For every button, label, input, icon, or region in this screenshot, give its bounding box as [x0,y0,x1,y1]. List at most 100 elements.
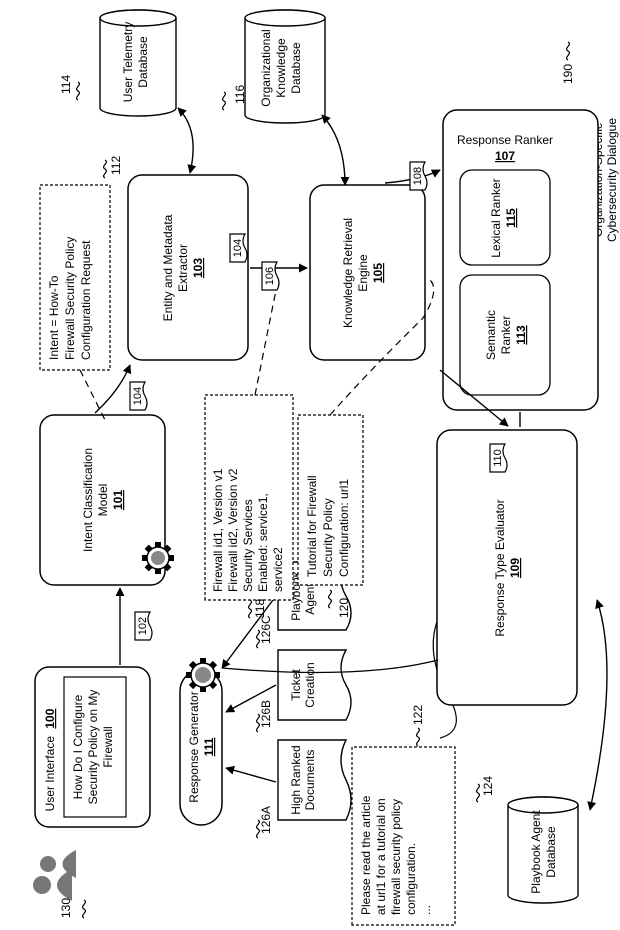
intent-callout: Intent = How-To Firewall Security Policy… [39,156,123,421]
semantic-ref: 113 [514,325,528,345]
svg-text:110: 110 [492,449,504,467]
svg-text:Ranker: Ranker [499,316,513,355]
svg-text:104: 104 [232,239,244,257]
response-callout-ref: 122 [411,705,425,725]
playbook-agents-ref: 126C [259,615,273,644]
svg-text:Intent Classification: Intent Classification [81,448,95,552]
query-box [63,676,127,818]
playbook-agent-database: Playbook Agent Database 124 [476,776,579,904]
entity-ref: 103 [191,258,205,278]
gear-icon [142,542,174,574]
svg-text:firewall security policy: firewall security policy [389,799,403,915]
arrow-knowledge-orgdb [321,114,350,186]
svg-text:108: 108 [412,167,424,185]
ref-squiggle [566,41,570,61]
arrow-evaluator-playbook-db [587,599,608,811]
tutorial-callout-ref: 120 [337,598,351,618]
svg-text:service2: service2 [271,547,285,592]
tutorial-callout-leader [329,279,435,416]
intent-callout-ref: 112 [109,156,123,175]
telemetry-db-ref: 114 [59,75,73,94]
arrow-126a [225,765,277,783]
response-generator-label: Response Generator [187,691,201,802]
svg-text:Configuration Request: Configuration Request [79,240,93,360]
svg-text:High Ranked: High Ranked [289,745,303,814]
svg-text:Organizational: Organizational [259,29,273,106]
response-type-evaluator-box: Response Type Evaluator 109 [436,429,578,706]
high-ranked-documents: High Ranked Documents 126A [256,739,352,839]
firewall-callout: Firewall id1, Version v1 Firewall id2, V… [204,289,294,619]
high-ranked-ref: 126A [259,806,273,834]
tag-106: 106 [261,261,280,291]
response-callout: Please read the article at url1 for a tu… [351,586,476,926]
svg-text:Creation: Creation [303,662,317,707]
user-interface-ref: 100 [43,708,57,728]
title-line-2: Cybersecurity Dialogue [605,118,619,242]
svg-text:Configuration: url1: Configuration: url1 [337,479,351,577]
response-generator-box: Response Generator 111 [179,658,223,826]
svg-text:Tutorial for Firewall: Tutorial for Firewall [305,475,319,577]
query-line-2: Security Policy on My [86,690,100,805]
arrow-126c [221,595,277,669]
svg-text:Database: Database [544,826,558,878]
svg-text:Firewall id2, Version v2: Firewall id2, Version v2 [226,468,240,592]
tag-104-a: 104 [129,381,148,411]
tutorial-callout: Tutorial for Firewall Security Policy Co… [297,279,435,618]
user-ref: 130 [59,898,73,918]
svg-text:Playbook Agent: Playbook Agent [529,810,543,894]
svg-text:106: 106 [264,267,276,285]
arrow-intent-to-entity [94,364,132,414]
svg-text:Database: Database [289,42,303,94]
organizational-knowledge-database: Organizational Knowledge Database 116 [222,9,326,124]
svg-text:at url1 for a tutorial on: at url1 for a tutorial on [374,798,388,915]
svg-text:Agents: Agents [303,577,317,614]
svg-text:Knowledge: Knowledge [274,38,288,98]
svg-text:...: ... [419,905,433,915]
user-interface-label: User Interface [43,736,57,812]
query-line-1: How Do I Configure [71,694,85,799]
svg-text:Extractor: Extractor [176,244,190,292]
playbook-db-ref: 124 [481,776,495,796]
arrow-entity-telemetry [177,107,197,174]
firewall-callout-ref: 118 [253,599,267,618]
user-interface-box: User Interface 100 How Do I Configure Se… [34,666,151,828]
semantic-ranker-box [459,274,551,396]
intent-ref: 101 [111,490,125,510]
gear-icon [186,658,220,692]
svg-text:Please read the article: Please read the article [359,795,373,915]
arrow-ranker-to-evaluator [439,369,509,427]
evaluator-to-generator-line [221,659,439,674]
knowledge-ref: 105 [371,263,385,283]
response-ranker-ref: 107 [495,149,515,163]
org-db-ref: 116 [233,85,247,104]
lexical-ref: 115 [504,208,518,228]
svg-text:Firewall id1, Version v1: Firewall id1, Version v1 [211,468,225,592]
tag-108: 108 [409,161,428,191]
svg-text:Enabled: service1,: Enabled: service1, [256,493,270,592]
svg-text:Intent = How-To: Intent = How-To [47,275,61,360]
intent-classification-box: Intent Classification Model 101 [39,414,174,586]
title-ref: 190 [561,64,575,84]
lexical-ranker-box [459,169,551,266]
svg-text:Ticket: Ticket [289,669,303,701]
response-generator-ref: 111 [202,737,216,756]
svg-text:Security Services: Security Services [241,499,255,592]
svg-text:Database: Database [136,36,150,88]
ticket-creation-document: Ticket Creation 126B [256,649,352,733]
user-telemetry-database: User Telemetry Database 114 [59,9,177,117]
evaluator-label: Response Type Evaluator [493,499,507,636]
svg-text:Semantic: Semantic [484,310,498,360]
svg-text:104: 104 [132,387,144,405]
tag-110: 110 [489,443,508,473]
response-ranker-box: Response Ranker 107 Semantic Ranker 113 … [442,109,599,411]
tag-102: 102 [134,611,153,641]
firewall-callout-leader [254,289,277,396]
rotated-drawing: Organization-Specific Cybersecurity Dial… [33,9,619,926]
entity-extractor-box: Entity and Metadata Extractor 103 [127,174,249,361]
svg-text:102: 102 [137,617,149,635]
user-icon: 130 [33,850,86,919]
evaluator-ref: 109 [508,558,522,578]
knowledge-retrieval-box: Knowledge Retrieval Engine 105 [309,184,426,361]
svg-text:Model: Model [96,484,110,517]
svg-text:Lexical Ranker: Lexical Ranker [489,178,503,257]
